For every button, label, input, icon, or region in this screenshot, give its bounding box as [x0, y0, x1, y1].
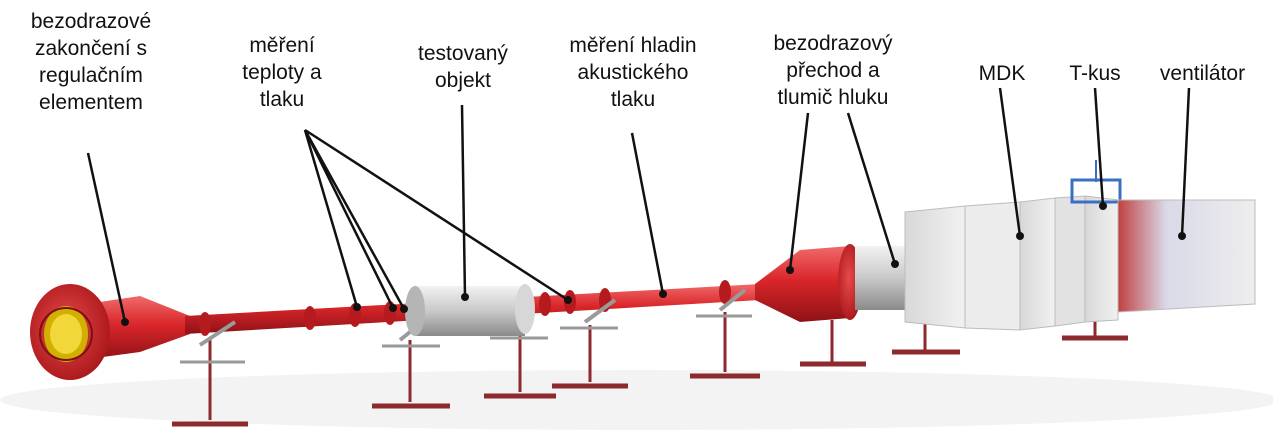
label-mdk: MDK [962, 60, 1042, 87]
leader-silencer-2 [848, 113, 895, 264]
fan-box [1118, 200, 1255, 312]
label-t-piece: T-kus [1050, 60, 1140, 87]
leader-temp-4 [305, 130, 568, 300]
leader-temp-3 [305, 130, 404, 309]
leader-t-piece [1095, 88, 1103, 206]
label-sound-pressure: měření hladin akustického tlaku [548, 32, 718, 113]
transition-cone [755, 244, 862, 322]
leader-test-object [462, 105, 465, 297]
leader-silencer [790, 113, 808, 270]
label-outlet-termination: bezodrazové zakončení s regulačním eleme… [6, 8, 176, 116]
t-piece [1072, 160, 1120, 202]
label-transition-silencer: bezodrazový přechod a tlumič hluku [748, 30, 918, 111]
leader-sound [632, 133, 663, 294]
anechoic-termination [30, 284, 190, 380]
stand [690, 312, 760, 376]
test-object-cylinder [405, 284, 535, 336]
stand [800, 320, 866, 364]
label-fan: ventilátor [1140, 60, 1265, 87]
label-temp-pressure: měření teploty a tlaku [222, 32, 342, 113]
label-test-object: testovaný objekt [388, 40, 538, 94]
mdk-panels [905, 196, 1118, 330]
ground-shadow [0, 370, 1273, 430]
